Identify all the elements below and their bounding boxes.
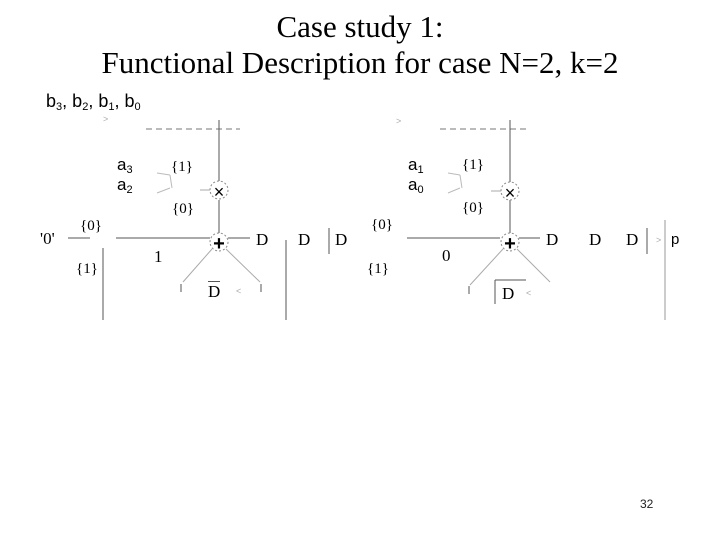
svg-text:>: > (656, 235, 661, 245)
right-a-top-label: a1 (408, 155, 424, 177)
right-a-bot-label: a0 (408, 175, 424, 197)
slide-title-line-2: Functional Description for case N=2, k=2 (101, 45, 619, 80)
left-delay-out-1: D (298, 230, 311, 249)
left-feedback-label: D (208, 281, 221, 301)
left-sel-mux-top: {0} (80, 218, 102, 234)
right-delay-out-1: D (589, 230, 602, 249)
right-delay-out-2: D (626, 230, 639, 249)
svg-text:<: < (526, 288, 531, 298)
right-adder-out: D (546, 230, 559, 249)
right-mux-top-label: {1} (462, 157, 484, 173)
svg-text:>: > (396, 116, 401, 126)
input-bits-label: b3, b2, b1, b0 (46, 91, 141, 113)
right-output-label: p (671, 231, 680, 248)
left-a-top-label: a3 (117, 155, 133, 177)
page-number: 32 (640, 497, 654, 511)
adder-icon: + (504, 233, 516, 255)
svg-text:<: < (236, 286, 241, 296)
left-adder-out: D (256, 230, 269, 249)
right-sel-mux-top: {0} (371, 217, 393, 233)
left-a-bot-label: a2 (117, 175, 133, 197)
slide-title-line-1: Case study 1: (276, 9, 444, 44)
right-sel-mux-bot: {1} (367, 261, 389, 277)
multiplier-icon: × (505, 183, 516, 203)
svg-text:>: > (103, 114, 108, 124)
left-mux-top-label: {1} (171, 159, 193, 175)
multiplier-icon: × (214, 182, 225, 202)
left-wire-value: 1 (154, 247, 163, 266)
right-wire-value: 0 (442, 246, 451, 265)
left-sel-mux-bot: {1} (76, 261, 98, 277)
left-input-const: '0' (40, 229, 55, 248)
adder-icon: + (213, 233, 225, 255)
right-mux-bot-label: {0} (462, 200, 484, 216)
right-feedback-label: D (502, 284, 515, 303)
left-mux-bot-label: {0} (172, 201, 194, 217)
left-delay-out-2: D (335, 230, 348, 249)
